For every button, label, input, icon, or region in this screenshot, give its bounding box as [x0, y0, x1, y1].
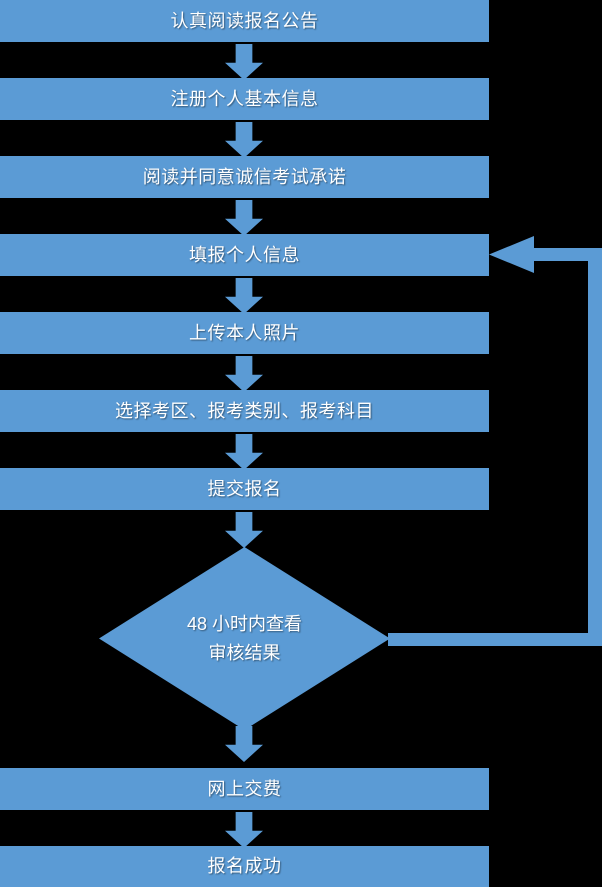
flow-node-upload-photo: 上传本人照片 [0, 312, 489, 354]
feedback-loop-vertical-segment [588, 248, 602, 646]
flow-node-read-announcement: 认真阅读报名公告 [0, 0, 489, 42]
feedback-loop-arrowhead-icon [489, 236, 534, 273]
arrow-down-icon-8 [225, 726, 263, 762]
arrow-down-icon-1 [225, 44, 263, 80]
feedback-loop-bottom-segment [388, 633, 602, 646]
flow-node-check-review-result-label: 48 小时内查看 审核结果 [186, 613, 303, 663]
flow-node-register-basic-info: 注册个人基本信息 [0, 78, 489, 120]
flow-node-check-review-result: 48 小时内查看 审核结果 [99, 547, 390, 730]
arrow-down-icon-3 [225, 200, 263, 236]
flow-node-fill-personal-info: 填报个人信息 [0, 234, 489, 276]
arrow-down-icon-2 [225, 122, 263, 158]
flow-node-agree-integrity-pledge: 阅读并同意诚信考试承诺 [0, 156, 489, 198]
arrow-down-icon-6 [225, 434, 263, 470]
flow-node-select-exam-area-category-subject: 选择考区、报考类别、报考科目 [0, 390, 489, 432]
arrow-down-icon-9 [225, 812, 263, 848]
arrow-down-icon-4 [225, 278, 263, 314]
flow-node-registration-success: 报名成功 [0, 846, 489, 887]
arrow-down-icon-5 [225, 356, 263, 392]
flow-node-submit-registration: 提交报名 [0, 468, 489, 510]
flow-node-online-payment: 网上交费 [0, 768, 489, 810]
feedback-loop-top-segment [533, 248, 590, 261]
arrow-down-icon-7 [225, 512, 263, 548]
